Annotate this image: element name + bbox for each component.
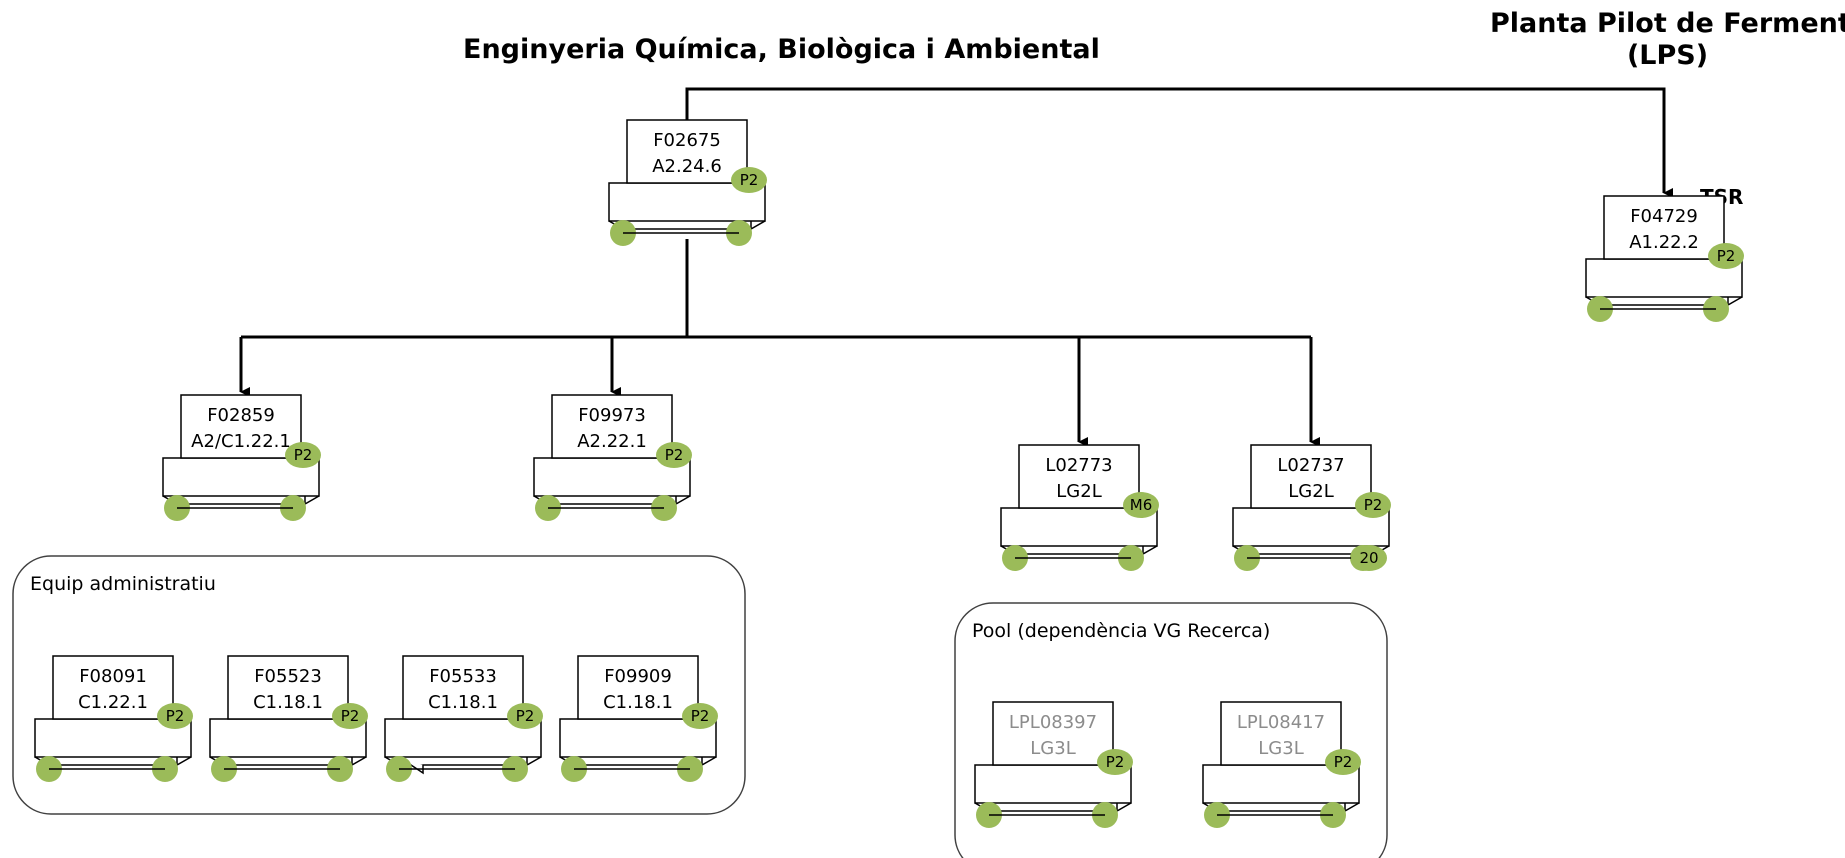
node-code: L02737: [1277, 455, 1344, 476]
node-room: LG3L: [1030, 738, 1075, 759]
node-badge: [656, 442, 692, 468]
node-box: [180, 394, 302, 459]
node-extra-badge: [1351, 545, 1387, 571]
main-title: Enginyeria Química, Biològica i Ambienta…: [463, 34, 1100, 65]
node-badge-label: P2: [740, 171, 759, 189]
node-code: F09973: [578, 405, 646, 426]
node-room: C1.22.1: [78, 692, 148, 713]
node-code: F05523: [254, 666, 322, 687]
node-badge: [682, 703, 718, 729]
node-badge-label: P2: [166, 707, 185, 725]
node-badge-label: P2: [665, 446, 684, 464]
node-badge: [1355, 492, 1391, 518]
node-badge-label: M6: [1130, 496, 1153, 514]
node-badge: [507, 703, 543, 729]
connector-root-right: [685, 87, 1673, 198]
node-box: [992, 701, 1114, 766]
node-room: A2/C1.22.1: [191, 431, 291, 452]
node-box: [1250, 444, 1372, 509]
node-room: LG2L: [1288, 481, 1333, 502]
node-box: [1018, 444, 1140, 509]
node-badge-label: P2: [691, 707, 710, 725]
right-title-line2: (LPS): [1626, 40, 1709, 71]
connectors: [239, 87, 1673, 447]
node-badge: [1708, 243, 1744, 269]
node-room: A1.22.2: [1629, 232, 1699, 253]
node-box: [52, 655, 174, 720]
node-box: [577, 655, 699, 720]
node-room: A2.22.1: [577, 431, 647, 452]
node-badge-label: P2: [1334, 753, 1353, 771]
node-desk: [34, 718, 192, 758]
node-code: F09909: [604, 666, 672, 687]
node-code: LPL08417: [1237, 712, 1325, 733]
node-badge: [157, 703, 193, 729]
node-box: [402, 655, 524, 720]
node-code: F02675: [653, 130, 721, 151]
node-code: LPL08397: [1009, 712, 1097, 733]
node-code: F04729: [1630, 206, 1698, 227]
node-badge-label: P2: [341, 707, 360, 725]
node-badge-label: P2: [1717, 247, 1736, 265]
group-admin: Equip administratiu: [12, 555, 746, 815]
node-code: F05533: [429, 666, 497, 687]
node-box: [626, 119, 748, 184]
node-badge-label: P2: [1364, 496, 1383, 514]
group-pool-label: Pool (dependència VG Recerca): [972, 620, 1270, 642]
node-room: C1.18.1: [253, 692, 323, 713]
nodes-layer: F02675A2.24.6P2F04729A1.22.2P2F02859A2/C…: [34, 119, 1744, 828]
node-badge-label: P2: [294, 446, 313, 464]
node-box: [551, 394, 673, 459]
node-code: L02773: [1045, 455, 1112, 476]
node-room: C1.18.1: [428, 692, 498, 713]
node-box: [1220, 701, 1342, 766]
node-badge-label: P2: [1106, 753, 1125, 771]
node-room: LG2L: [1056, 481, 1101, 502]
node-code: F02859: [207, 405, 275, 426]
node-badge: [731, 167, 767, 193]
node-badge: [332, 703, 368, 729]
group-pool: Pool (dependència VG Recerca): [954, 602, 1388, 858]
node-badge: [1325, 749, 1361, 775]
right-title: Planta Pilot de Fermentació (LPS): [1490, 8, 1845, 72]
group-admin-label: Equip administratiu: [30, 573, 216, 595]
node-code: F08091: [79, 666, 147, 687]
node-badge: [285, 442, 321, 468]
node-room: A2.24.6: [652, 156, 722, 177]
node-room: C1.18.1: [603, 692, 673, 713]
node-badge: [1123, 492, 1159, 518]
node-badge-label: P2: [516, 707, 535, 725]
node-extra-label: 20: [1359, 549, 1378, 567]
node-box: [227, 655, 349, 720]
right-title-line1: Planta Pilot de Fermentació: [1490, 8, 1845, 39]
node-room: LG3L: [1258, 738, 1303, 759]
node-box: [1603, 195, 1725, 260]
node-badge: [1097, 749, 1133, 775]
